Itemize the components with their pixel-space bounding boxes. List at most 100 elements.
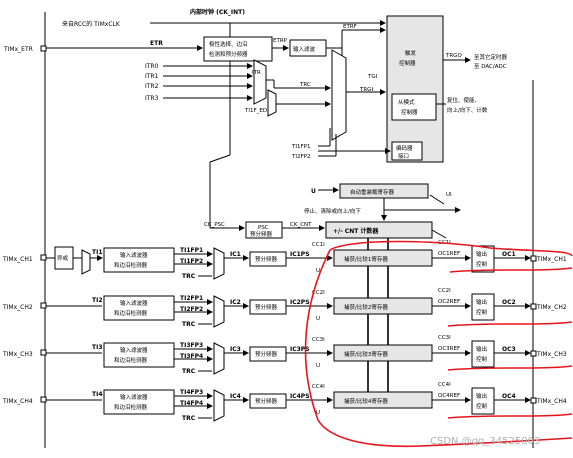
output-pin-ch3[interactable] — [530, 350, 537, 357]
input-filter-line2-ch1: 和边沿检测器 — [114, 261, 148, 269]
stop-clear-label: 停止、清除或向上/向下 — [304, 207, 361, 215]
autoreload-label: 自动重装载寄存器 — [350, 188, 395, 196]
slave-controller-line2: 控制器 — [401, 108, 418, 116]
ui-label: UI — [446, 192, 452, 198]
rcc-clock-label: 来自RCC的 TIMxCLK — [62, 20, 121, 28]
output-pin-ch4[interactable] — [530, 397, 537, 404]
ti1f-ed-mux — [267, 89, 277, 117]
output-control-line2-ch2: 控制 — [476, 308, 488, 316]
polarity-block-line2: 检测和预分频器 — [209, 50, 248, 58]
cci-out-label-ch2: CC2I — [438, 288, 451, 294]
trgo-dest-line2: 至 DAC/ADC — [474, 63, 507, 70]
etrf-label: ETRF — [343, 24, 357, 30]
input-pin-label-ch2: TIMx_CH2 — [2, 304, 33, 311]
trgo-label: TRGO — [445, 53, 462, 59]
cci-label-ch4: CC4I — [312, 384, 325, 390]
cci-label-ch1: CC1I — [312, 242, 325, 248]
ic-label-ch2: IC2 — [230, 299, 241, 306]
ti-label-ch1: TI1 — [92, 249, 103, 256]
ti2fp2-label: TI2FP2 — [291, 154, 310, 160]
xor-label: 异或 — [57, 254, 69, 262]
input-filter-ch3 — [103, 342, 175, 368]
psc-prescaler — [245, 221, 283, 239]
u-label-ar: U — [311, 188, 316, 195]
input-pin-ch2[interactable] — [40, 302, 47, 309]
fp-b-label-ch3: TI3FP4 — [180, 353, 203, 360]
ti1fp1-label: TI1FP1 — [291, 144, 310, 150]
encoder-interface — [391, 141, 423, 161]
u-label-ch4: U — [316, 410, 320, 416]
trc-label-ch3: TRC — [182, 368, 196, 375]
prescaler-label-ch1: 预分频器 — [255, 255, 278, 263]
tgi-label: TGI — [367, 74, 378, 80]
slave-mode-controller — [391, 93, 437, 121]
icps-label-ch3: IC3PS — [290, 346, 310, 353]
input-pin-ch1[interactable] — [40, 254, 47, 261]
ck-cnt-label: CK_CNT — [290, 222, 312, 228]
icps-label-ch4: IC4PS — [290, 393, 310, 400]
oc-label-ch2: OC2 — [502, 299, 516, 306]
output-pin-ch1[interactable] — [530, 255, 537, 262]
prescaler-ch1 — [249, 251, 287, 267]
etr-label: ETR — [150, 40, 163, 47]
output-control-line1-ch2: 输出 — [476, 298, 487, 306]
output-control-line1-ch4: 输出 — [476, 392, 487, 400]
output-control-ch1 — [471, 245, 495, 273]
slave-controller-line1: 从模式 — [398, 98, 415, 106]
input-filter-line2-ch3: 和边沿检测器 — [114, 356, 148, 364]
input-pin-ch4[interactable] — [40, 396, 47, 403]
psc-line2: 预分频器 — [250, 230, 273, 238]
etr-pin-label: TIMx_ETR — [3, 46, 33, 53]
trigger-controller-block — [386, 15, 444, 163]
input-filter-line1-ch1: 输入滤波器 — [120, 251, 148, 259]
ic-mux-ch3 — [213, 342, 225, 375]
output-pin-label-ch1: TIMx_CH1 — [536, 256, 567, 263]
input-filter-line1-ch2: 输入滤波器 — [120, 299, 148, 307]
u-label-ch3: U — [316, 363, 320, 369]
oc-label-ch3: OC3 — [502, 346, 516, 353]
ic-mux-ch2 — [213, 295, 225, 328]
output-pin-ch2[interactable] — [530, 303, 537, 310]
ti-label-ch4: TI4 — [92, 391, 103, 398]
output-control-line2-ch4: 控制 — [476, 402, 488, 410]
ccr-label-ch3: 捕获/比较3寄存器 — [344, 350, 388, 358]
annotation-left-bottom — [304, 249, 573, 448]
prescaler-ch2 — [249, 299, 287, 315]
encoder-line1: 编码器 — [396, 144, 413, 152]
input-pin-ch3[interactable] — [40, 349, 47, 356]
psc-line1: PSC — [258, 225, 269, 231]
annotation-line-4 — [447, 413, 573, 419]
output-pin-label-ch2: TIMx_CH2 — [536, 304, 567, 311]
ck-psc-label: CK_PSC — [204, 222, 225, 228]
ccr-label-ch2: 捕获/比较2寄存器 — [344, 303, 388, 311]
input-filter-label: 输入滤波 — [293, 45, 316, 53]
ti-label-ch3: TI3 — [92, 344, 103, 351]
cci-label-ch3: CC3I — [312, 337, 325, 343]
etr-pin[interactable] — [40, 45, 47, 52]
ocref-label-ch2: OC2REF — [438, 299, 460, 305]
output-control-line1-ch1: 输出 — [476, 250, 487, 258]
cci-label-ch2: CC2I — [312, 290, 325, 296]
fp-b-label-ch2: TI2FP2 — [180, 306, 203, 313]
polarity-edge-prescaler-block — [203, 36, 273, 62]
input-filter-ch4 — [103, 389, 175, 415]
ocref-label-ch4: OC4REF — [438, 393, 460, 399]
prescaler-ch4 — [249, 393, 287, 409]
output-pin-label-ch3: TIMx_CH3 — [536, 351, 567, 358]
fp-a-label-ch2: TI2FP1 — [180, 295, 203, 302]
ti1-mux — [81, 249, 91, 275]
output-control-ch4 — [471, 387, 495, 415]
encoder-line2: 接口 — [398, 152, 409, 160]
input-filter-line2-ch4: 和边沿检测器 — [114, 403, 148, 411]
annotation-top — [329, 240, 573, 257]
trgi-label: TRGI — [359, 87, 373, 93]
trc-label-ch2: TRC — [182, 321, 196, 328]
output-control-line2-ch3: 控制 — [476, 355, 488, 363]
fp-a-label-ch3: TI3FP3 — [180, 342, 203, 349]
itr3-label: ITR3 — [145, 95, 159, 102]
itr1-label: ITR1 — [145, 73, 159, 80]
ic-mux-ch4 — [213, 389, 225, 422]
prescaler-label-ch3: 预分频器 — [255, 350, 278, 358]
